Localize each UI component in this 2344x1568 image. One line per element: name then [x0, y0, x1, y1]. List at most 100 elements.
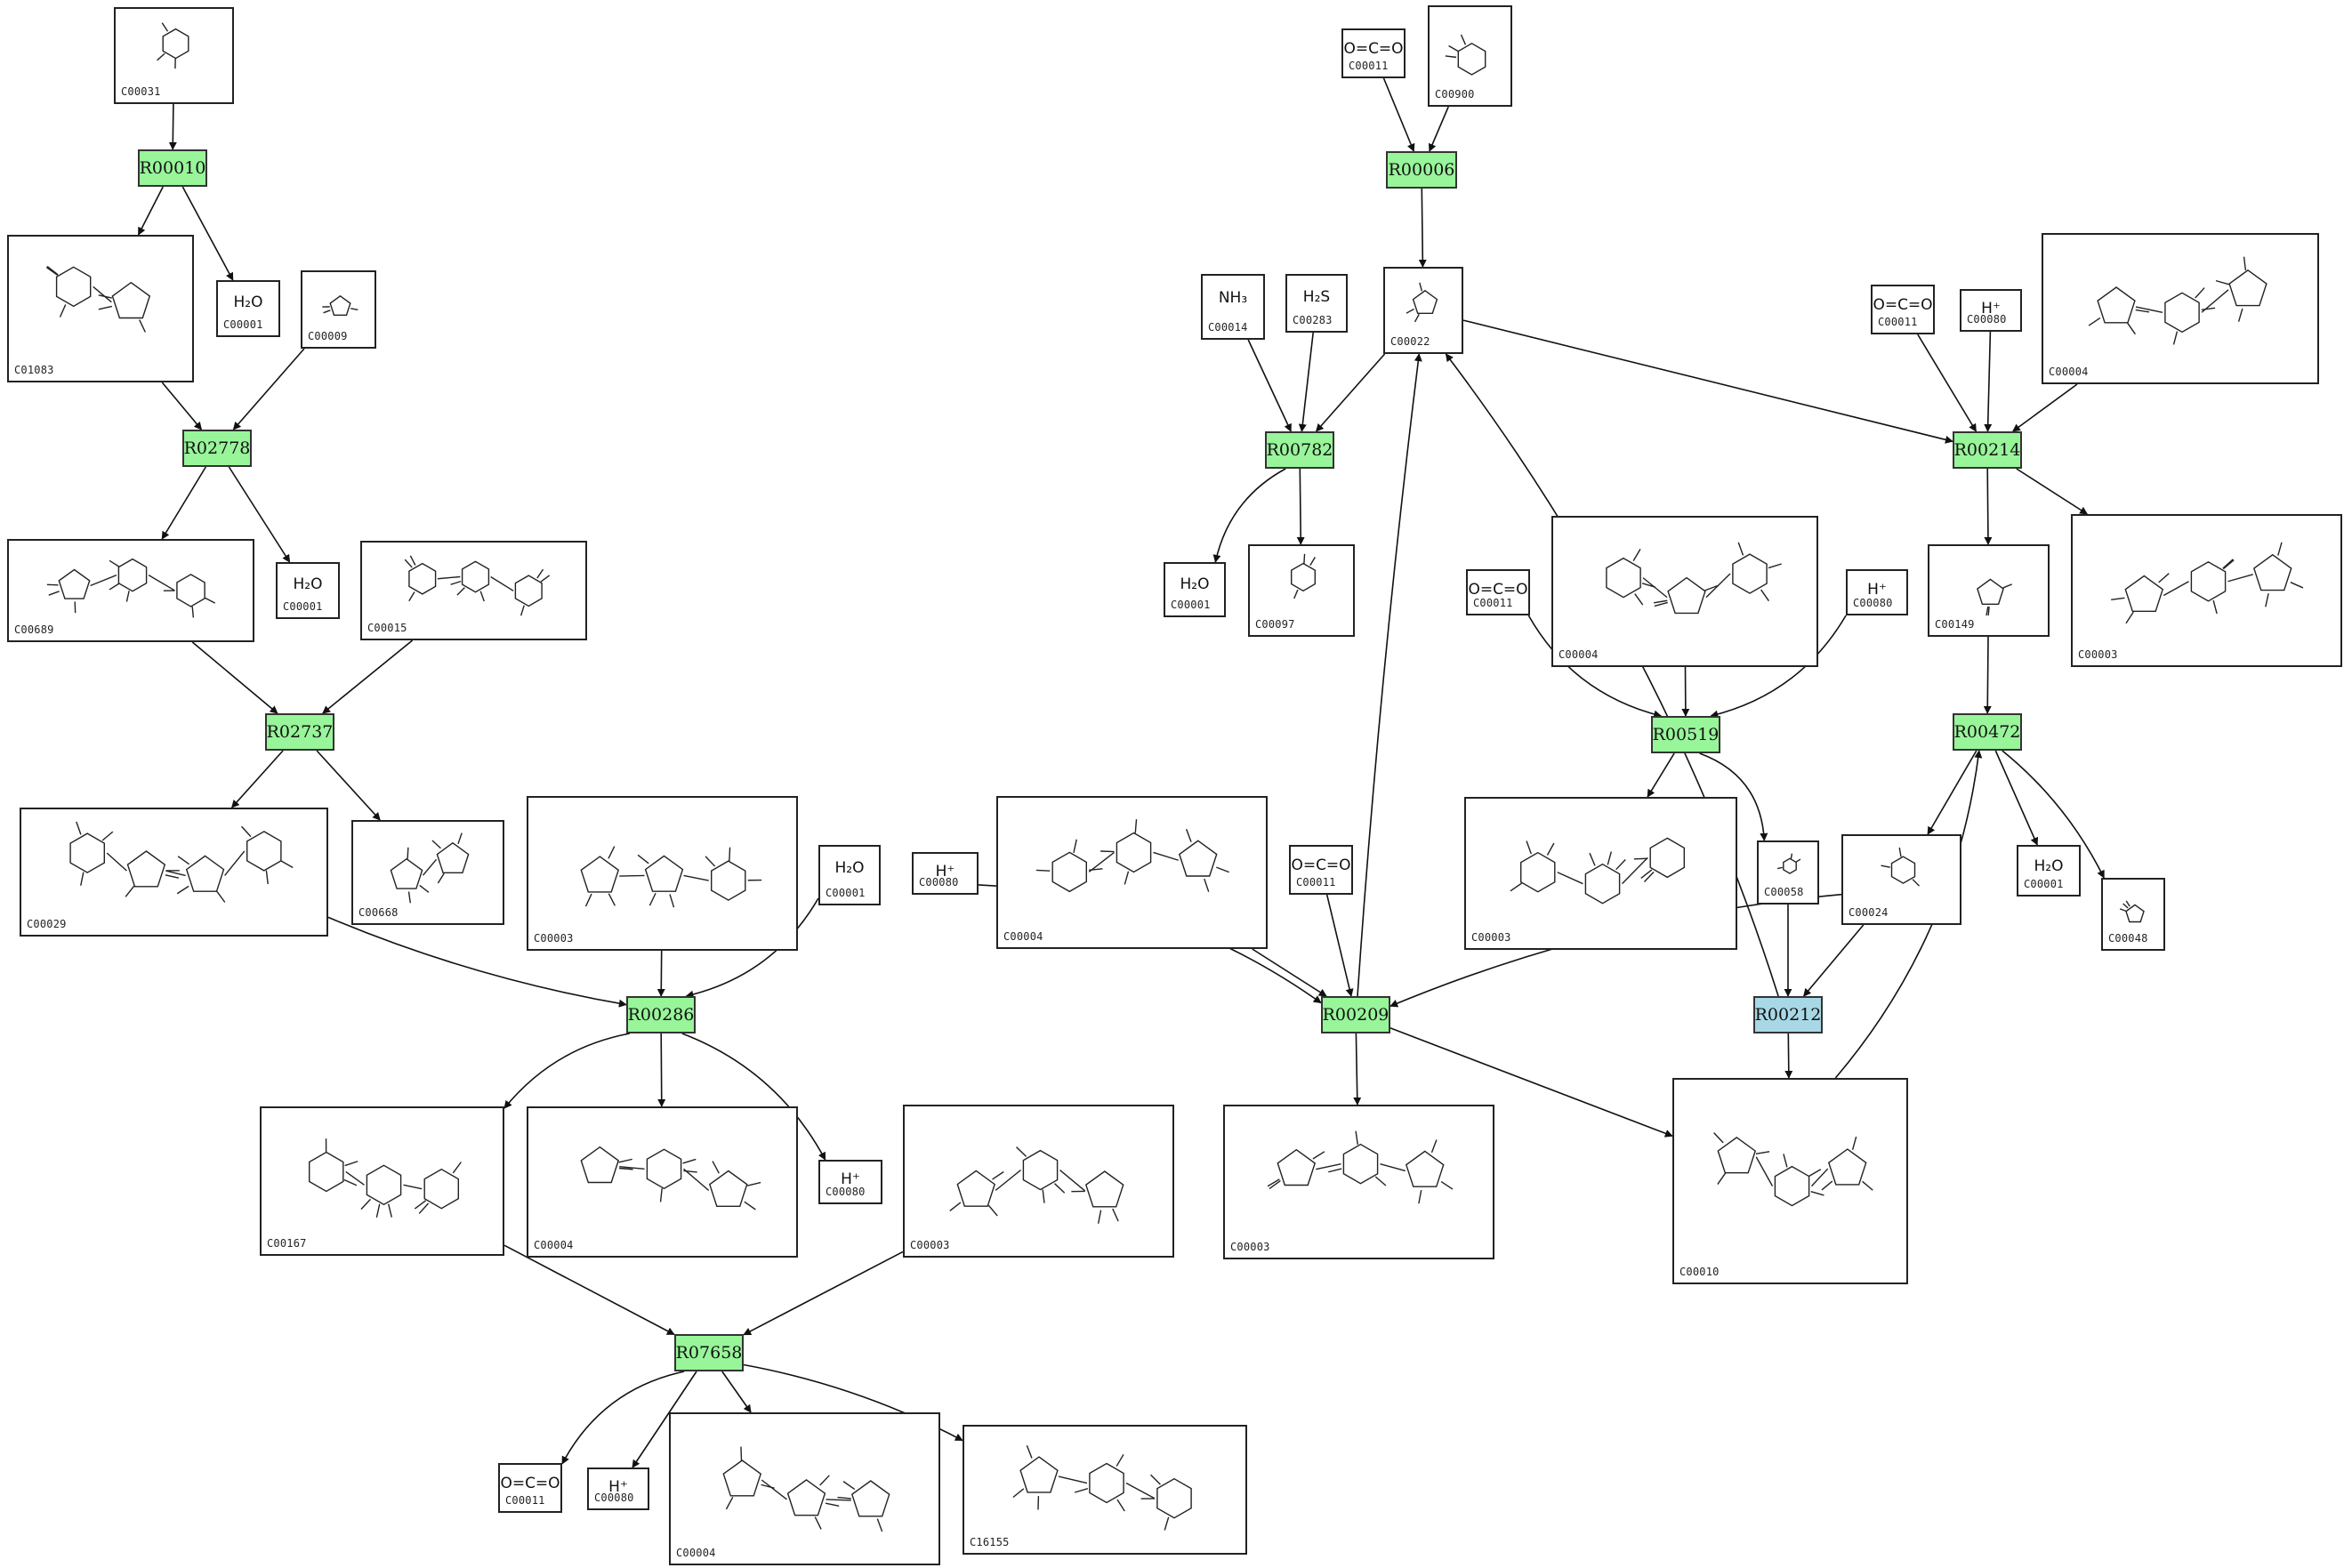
- compound-node[interactable]: C00004: [996, 796, 1268, 949]
- ring: [436, 841, 470, 873]
- bond: [403, 1184, 423, 1190]
- bond: [729, 847, 731, 862]
- compound-node[interactable]: C00029: [20, 808, 328, 937]
- reaction-node-r00472[interactable]: R00472: [1953, 713, 2022, 751]
- bond: [1810, 1191, 1824, 1196]
- compound-structure: [16, 548, 246, 618]
- structure-drawing: [1445, 34, 1486, 76]
- compound-node[interactable]: C00668: [351, 820, 504, 925]
- reaction-node-r00209[interactable]: R00209: [1321, 996, 1390, 1033]
- bond: [746, 1181, 761, 1186]
- compound-node[interactable]: C00004: [1551, 516, 1818, 667]
- bond: [740, 1446, 743, 1461]
- edge-arrow: [1983, 636, 1992, 714]
- compound-node[interactable]: C00004: [2042, 233, 2319, 384]
- compound-structure: [1560, 525, 1809, 642]
- reaction-node-r07658[interactable]: R07658: [674, 1334, 744, 1371]
- compound-node[interactable]: H⁺C00080: [912, 852, 979, 895]
- structure-drawing: [69, 821, 294, 903]
- compound-node[interactable]: C00009: [301, 270, 376, 349]
- compound-node[interactable]: C01083: [7, 235, 194, 382]
- bond: [2002, 583, 2012, 589]
- structure-drawing: [404, 555, 551, 616]
- compound-node[interactable]: H⁺C00080: [1960, 289, 2022, 332]
- compound-id: C00001: [283, 600, 323, 613]
- bond: [540, 575, 551, 583]
- bond: [125, 591, 130, 602]
- compound-node[interactable]: C00003: [1464, 797, 1737, 950]
- compound-node[interactable]: C00003: [1223, 1105, 1494, 1259]
- bond: [725, 1497, 734, 1510]
- compound-node[interactable]: H⁺C00080: [587, 1467, 649, 1510]
- compound-node[interactable]: H⁺C00080: [1846, 569, 1908, 615]
- ring: [1717, 1137, 1757, 1174]
- reaction-node-r02737[interactable]: R02737: [265, 713, 334, 751]
- bond: [1035, 869, 1051, 872]
- compound-node[interactable]: C00689: [7, 539, 254, 642]
- compound-node[interactable]: C00003: [527, 796, 798, 951]
- compound-id: C16155: [970, 1536, 1010, 1548]
- compound-id: C00004: [1559, 648, 1599, 661]
- bond: [1059, 1170, 1086, 1192]
- compound-node[interactable]: C00015: [360, 541, 587, 640]
- compound-node[interactable]: H⁺C00080: [818, 1160, 882, 1204]
- compound-node[interactable]: C00031: [114, 7, 234, 104]
- bond: [683, 1168, 710, 1192]
- compound-node[interactable]: C00004: [527, 1106, 798, 1258]
- bond: [404, 559, 413, 568]
- bond: [1768, 563, 1782, 569]
- compound-node[interactable]: C00149: [1928, 544, 2050, 637]
- reaction-node-r00212[interactable]: R00212: [1753, 996, 1823, 1033]
- edge-arrow: [1984, 331, 1993, 432]
- compound-node[interactable]: C00022: [1383, 267, 1463, 354]
- compound-node[interactable]: C00010: [1672, 1078, 1908, 1284]
- compound-node[interactable]: C00003: [903, 1105, 1174, 1258]
- ring: [1977, 578, 2004, 605]
- bond: [109, 583, 120, 591]
- compound-node[interactable]: C00048: [2101, 878, 2165, 951]
- compound-node[interactable]: C00003: [2071, 514, 2342, 667]
- reaction-node-r00782[interactable]: R00782: [1265, 431, 1334, 469]
- edge-arrow: [1252, 948, 1327, 997]
- bond: [1293, 589, 1299, 599]
- bond: [344, 1161, 358, 1167]
- compound-node[interactable]: C16155: [963, 1425, 1247, 1555]
- reaction-node-r00010[interactable]: R00010: [138, 149, 207, 187]
- reaction-node-r02778[interactable]: R02778: [182, 430, 252, 467]
- compound-node[interactable]: C00024: [1841, 834, 1961, 925]
- reaction-node-r00006[interactable]: R00006: [1386, 151, 1457, 189]
- compound-formula: O=C=O: [1343, 40, 1404, 59]
- bond: [1795, 858, 1801, 863]
- bond: [659, 1188, 663, 1202]
- bond: [2125, 611, 2134, 624]
- ring: [1890, 856, 1916, 884]
- compound-node[interactable]: C00058: [1757, 840, 1819, 905]
- compound-structure: [2050, 242, 2310, 359]
- compound-id: C00003: [534, 932, 574, 945]
- compound-node[interactable]: C00900: [1428, 5, 1512, 107]
- reaction-node-r00286[interactable]: R00286: [626, 996, 696, 1033]
- reaction-node-r00214[interactable]: R00214: [1953, 431, 2022, 469]
- bond: [618, 1158, 632, 1163]
- compound-node[interactable]: C00004: [669, 1412, 940, 1565]
- compound-node[interactable]: C00167: [260, 1106, 504, 1256]
- bond: [2088, 317, 2101, 326]
- compound-id: C00010: [1679, 1266, 1720, 1278]
- compound-formula: H⁺: [608, 1477, 628, 1496]
- bond: [2126, 322, 2136, 335]
- compound-node[interactable]: C00097: [1248, 544, 1355, 637]
- reaction-node-r00519[interactable]: R00519: [1651, 716, 1720, 753]
- compound-id: C00001: [223, 318, 263, 331]
